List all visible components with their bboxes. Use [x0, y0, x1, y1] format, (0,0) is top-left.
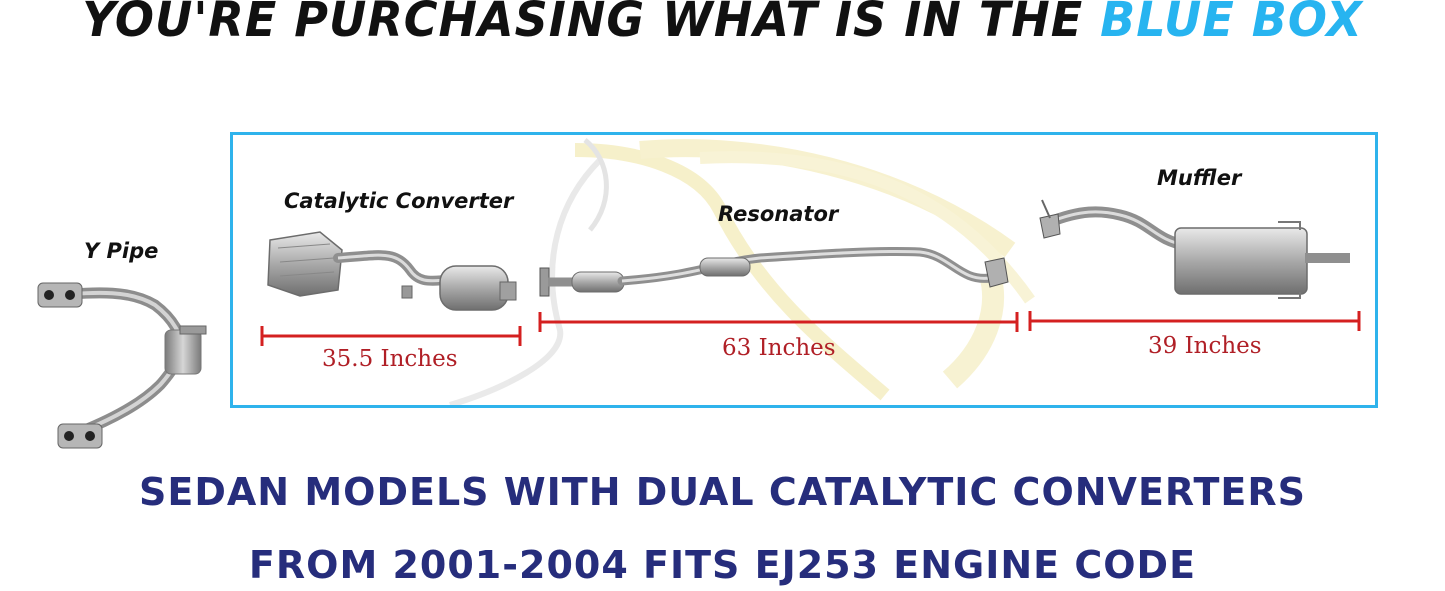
measure-resonator: 63 Inches — [722, 335, 836, 361]
headline-accent: BLUE BOX — [1100, 0, 1363, 48]
y-pipe-part — [37, 282, 207, 449]
headline: YOU'RE PURCHASING WHAT IS IN THE BLUE BO… — [0, 0, 1445, 47]
measure-line-muffler — [1028, 311, 1361, 331]
blue-box-frame — [230, 132, 1378, 408]
label-resonator: Resonator — [718, 202, 839, 226]
measure-muffler: 39 Inches — [1148, 333, 1262, 359]
measure-line-resonator — [538, 312, 1019, 332]
muffler-part — [1039, 199, 1350, 299]
footer-line-1: SEDAN MODELS WITH DUAL CATALYTIC CONVERT… — [139, 470, 1306, 514]
measure-catalytic-converter: 35.5 Inches — [322, 346, 458, 372]
label-catalytic-converter: Catalytic Converter — [284, 189, 514, 213]
footer-line-2: FROM 2001-2004 FITS EJ253 ENGINE CODE — [248, 543, 1197, 587]
resonator-part — [539, 246, 1009, 297]
label-y-pipe: Y Pipe — [84, 239, 159, 263]
headline-main: YOU'RE PURCHASING WHAT IS IN THE — [82, 0, 1084, 48]
label-muffler: Muffler — [1157, 166, 1242, 190]
measure-line-catalytic — [260, 326, 522, 346]
catalytic-converter-part — [267, 231, 517, 311]
